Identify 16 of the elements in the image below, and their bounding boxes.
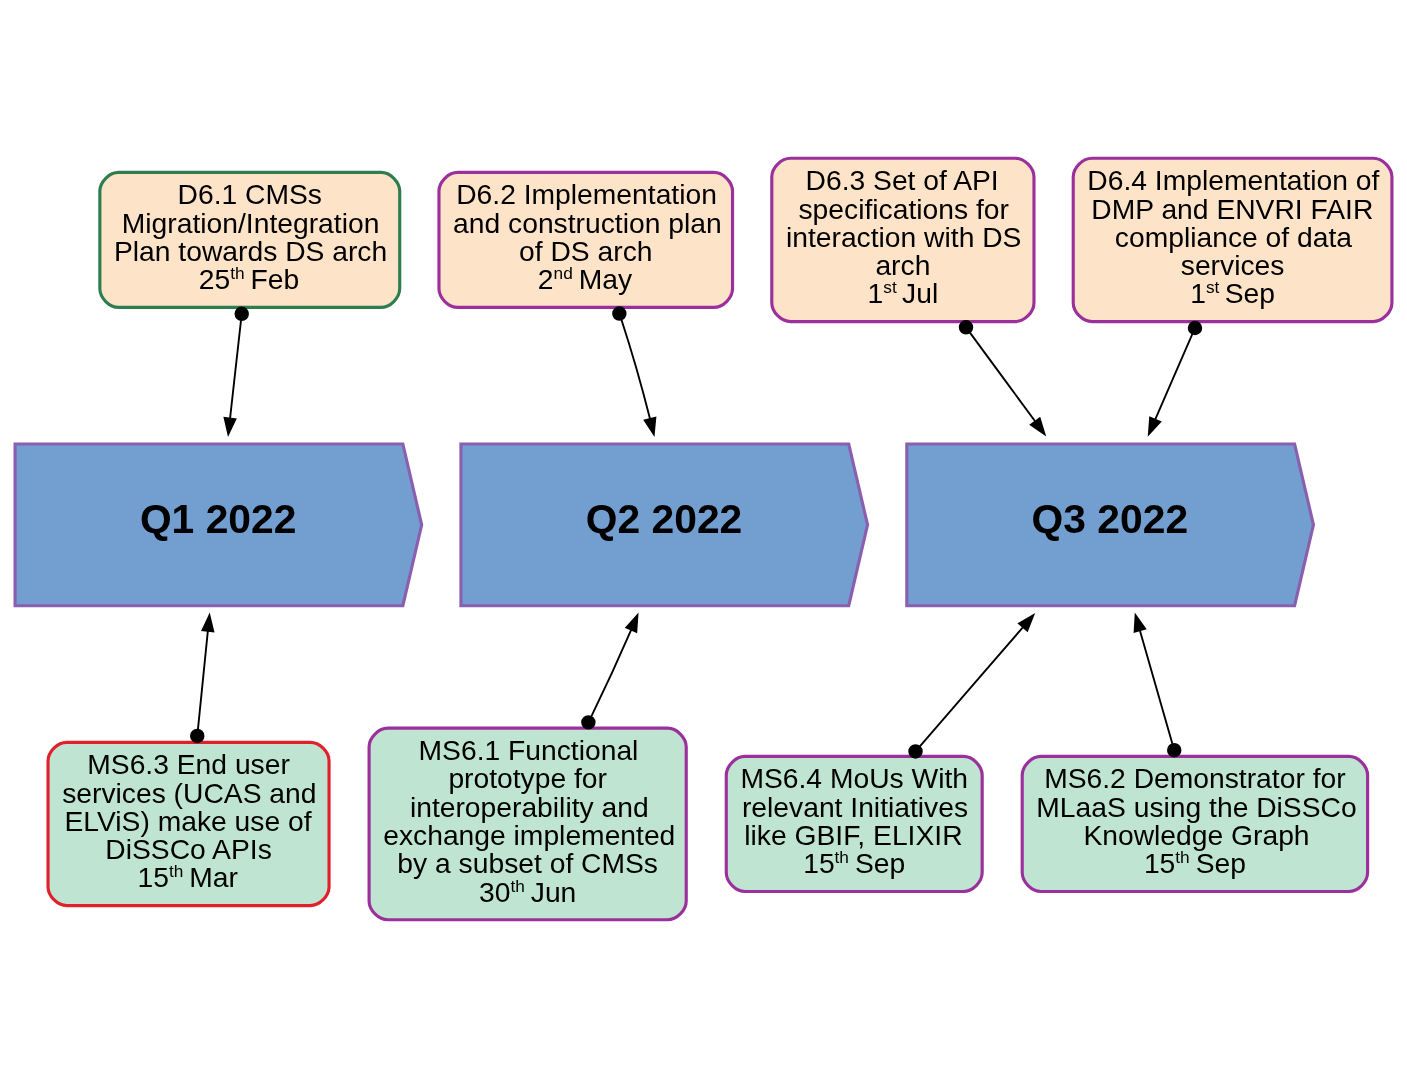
node-box: D6.3 Set of API specifications for interaction with DS arch 1$^{st}$ Jul	[770, 156, 1036, 324]
arrow	[581, 612, 639, 730]
arrow	[958, 320, 1047, 437]
node-box: D6.1 CMSs Migration/Integration Plan towards DS arch 25$^{th}$ Feb	[98, 170, 402, 309]
node-box: D6.2 Implementation and construction plan of DS arch 2$^{nd}$ May	[437, 170, 735, 309]
arrow	[908, 613, 1036, 759]
arrow	[1133, 612, 1182, 758]
node-box: D6.4 Implementation of DMP and ENVRI FAIR compliance of data services 1$^{st}$ Sep	[1071, 156, 1394, 324]
node-box: MS6.4 MoUs With relevant Initiatives like GBIF, ELIXIR 15$^{th}$ Sep	[724, 754, 984, 894]
arrow	[1147, 320, 1203, 437]
arrow	[612, 306, 657, 437]
arrow	[190, 612, 215, 744]
arrow	[223, 306, 249, 437]
node-box: MS6.3 End user services (UCAS and ELViS) make use of DiSSCo APIs 15$^{th}$ Mar	[46, 740, 331, 908]
node-box: MS6.1 Functional prototype for interoperability and exchange implemented by a subset of CMSs 30$^{th}$ Jun	[367, 726, 688, 922]
node-box: MS6.2 Demonstrator for MLaaS using the DiSSCo Knowledge Graph 15$^{th}$ Sep	[1020, 754, 1370, 894]
